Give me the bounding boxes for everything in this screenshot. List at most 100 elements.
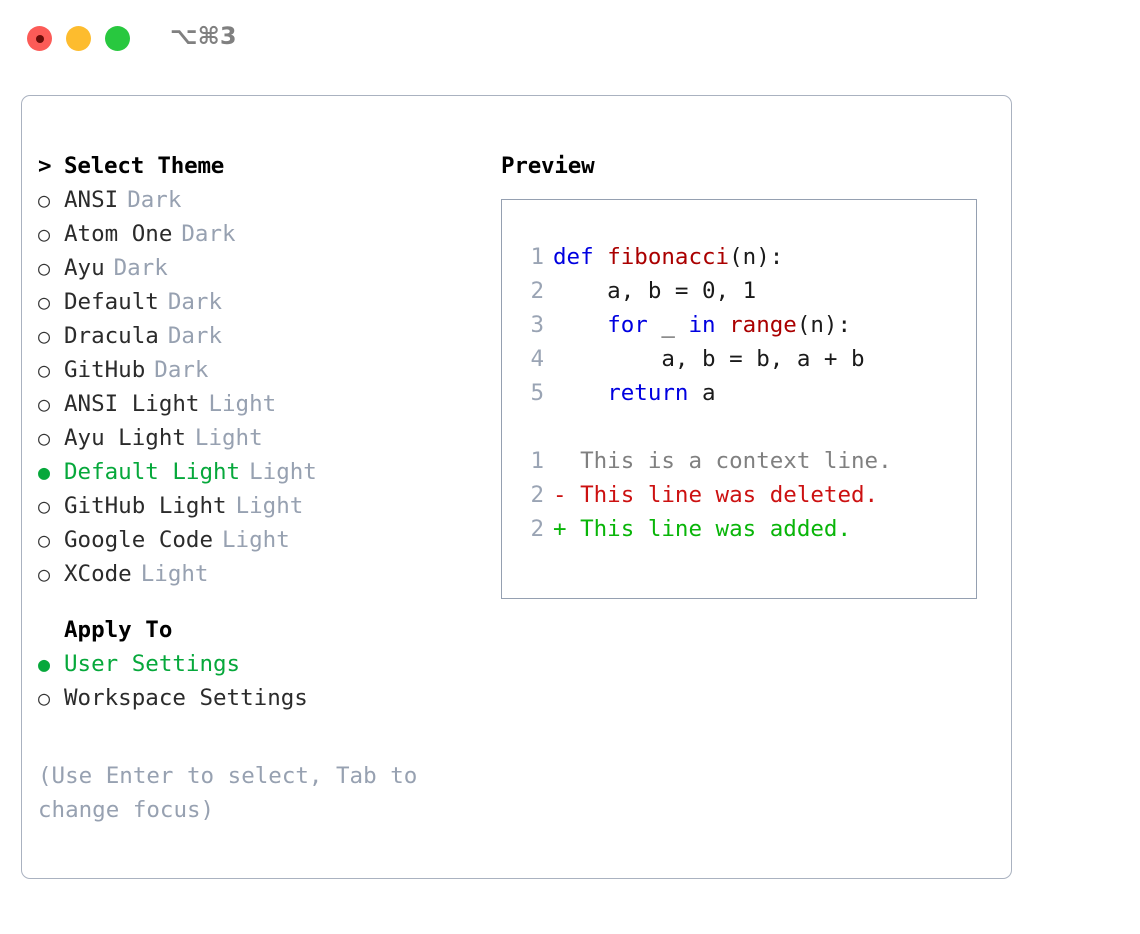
line-number: 1 [530, 244, 544, 270]
theme-variant-tag: Dark [113, 255, 168, 281]
line-number: 1 [530, 448, 544, 474]
code-token: return [607, 380, 689, 406]
code-token: fibonacci [607, 244, 730, 270]
code-token: def [553, 244, 608, 270]
diff-sign: - [553, 482, 567, 508]
code-token: for [607, 312, 648, 338]
diff-text: This is a context line. [566, 448, 892, 474]
radio-unselected-icon: ○ [38, 392, 51, 416]
code-line: 5 return a [522, 376, 976, 410]
diff-text: This line was added. [566, 516, 852, 542]
radio-unselected-icon: ○ [38, 494, 51, 518]
diff-line: 2- This line was deleted. [522, 478, 976, 512]
theme-option-label: XCode [64, 561, 132, 587]
apply-to-option-label: Workspace Settings [64, 685, 308, 711]
theme-option-github[interactable]: ○ GitHub Dark [38, 353, 478, 387]
radio-selected-icon: ● [38, 652, 51, 676]
title-bar: ⌥⌘3 [0, 0, 1140, 78]
theme-option-xcode[interactable]: ○ XCode Light [38, 557, 478, 591]
theme-variant-tag: Dark [154, 357, 209, 383]
code-line: 3 for _ in range(n): [522, 308, 976, 342]
line-number: 4 [530, 346, 544, 372]
apply-to-title: Apply To [64, 617, 173, 643]
radio-unselected-icon: ○ [38, 528, 51, 552]
theme-variant-tag: Dark [127, 187, 182, 213]
theme-option-ansi-light[interactable]: ○ ANSI Light Light [38, 387, 478, 421]
line-number: 2 [530, 516, 544, 542]
theme-option-label: Ayu Light [64, 425, 186, 451]
radio-unselected-icon: ○ [38, 222, 51, 246]
apply-to-option-label: User Settings [64, 651, 241, 677]
keyboard-hint-text: (Use Enter to select, Tab to change focu… [38, 763, 431, 823]
theme-option-label: Google Code [64, 527, 214, 553]
theme-option-ayu[interactable]: ○ Ayu Dark [38, 251, 478, 285]
radio-unselected-icon: ○ [38, 256, 51, 280]
apply-to-header: Apply To [38, 613, 478, 647]
code-line: 1 def fibonacci(n): [522, 240, 976, 274]
code-token: in [688, 312, 716, 338]
code-token [716, 312, 730, 338]
radio-unselected-icon: ○ [38, 562, 51, 586]
theme-option-label: ANSI Light [64, 391, 200, 417]
traffic-lights [27, 26, 130, 51]
theme-variant-tag: Light [222, 527, 290, 553]
caret-icon: > [38, 153, 52, 179]
zoom-button[interactable] [105, 26, 130, 51]
radio-unselected-icon: ○ [38, 426, 51, 450]
theme-variant-tag: Light [140, 561, 209, 587]
theme-list-title: Select Theme [64, 153, 225, 179]
theme-variant-tag: Light [194, 425, 263, 451]
code-line: 2 a, b = 0, 1 [522, 274, 976, 308]
theme-variant-tag: Light [208, 391, 277, 417]
code-token: (n): [796, 312, 852, 338]
diff-sample: 1 This is a context line.2- This line wa… [502, 444, 976, 546]
radio-unselected-icon: ○ [38, 686, 51, 710]
theme-variant-tag: Dark [181, 221, 236, 247]
radio-unselected-icon: ○ [38, 290, 51, 314]
radio-unselected-icon: ○ [38, 324, 51, 348]
minimize-button[interactable] [66, 26, 91, 51]
diff-line: 1 This is a context line. [522, 444, 976, 478]
theme-option-label: GitHub Light [64, 493, 227, 519]
theme-option-default[interactable]: ○ Default Dark [38, 285, 478, 319]
radio-unselected-icon: ○ [38, 188, 51, 212]
theme-variant-tag: Dark [167, 289, 223, 315]
apply-to-option-workspace-settings[interactable]: ○ Workspace Settings [38, 681, 478, 715]
theme-option-label: Default Light [64, 459, 241, 485]
theme-option-atom-one[interactable]: ○ Atom One Dark [38, 217, 478, 251]
apply-to-option-user-settings[interactable]: ● User Settings [38, 647, 478, 681]
diff-sign [553, 448, 567, 474]
code-token: a, b = b, a + b [553, 346, 865, 372]
preview-spacer [502, 410, 976, 444]
apply-to-marker [38, 613, 64, 647]
theme-option-label: Dracula [64, 323, 159, 349]
preview-title: Preview [501, 153, 595, 179]
line-number: 2 [530, 278, 544, 304]
radio-unselected-icon: ○ [38, 358, 51, 382]
line-number: 2 [530, 482, 544, 508]
theme-option-label: GitHub [64, 357, 146, 383]
code-token: a [688, 380, 716, 406]
close-button[interactable] [27, 26, 52, 51]
theme-option-label: Ayu [64, 255, 105, 281]
code-token: (n): [729, 244, 784, 270]
theme-option-label: Default [64, 289, 159, 315]
code-line: 4 a, b = b, a + b [522, 342, 976, 376]
code-token: _ [647, 312, 689, 338]
line-number: 3 [530, 312, 544, 338]
theme-option-ayu-light[interactable]: ○ Ayu Light Light [38, 421, 478, 455]
radio-selected-icon: ● [38, 460, 51, 484]
window-shortcut-label: ⌥⌘3 [170, 22, 237, 50]
diff-text: This line was deleted. [566, 482, 879, 508]
theme-option-google-code[interactable]: ○ Google Code Light [38, 523, 478, 557]
theme-option-label: Atom One [64, 221, 173, 247]
